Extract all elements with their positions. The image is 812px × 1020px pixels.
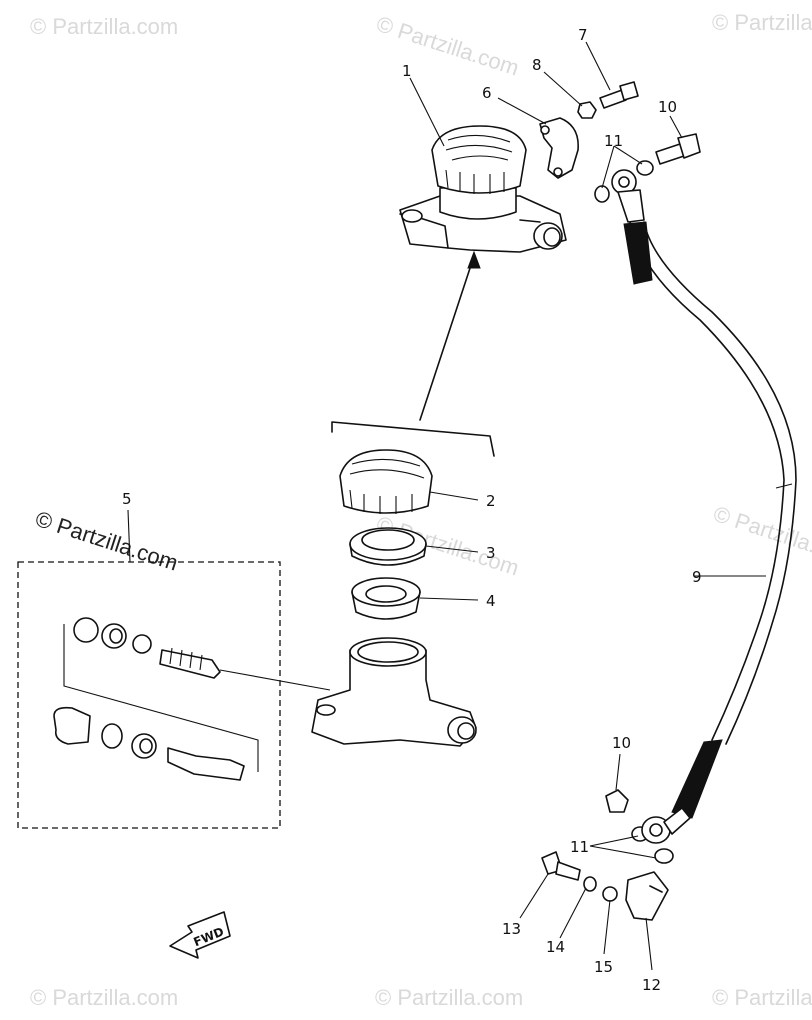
brake-hose [623, 221, 797, 819]
watermark-text: © Partzilla.com [373, 11, 522, 81]
reservoir-cap [339, 449, 433, 514]
callout-10-top: 10 [658, 98, 677, 116]
master-cylinder-assembly [399, 81, 701, 253]
callout-1: 1 [402, 62, 412, 80]
callout-10-bottom: 10 [612, 734, 631, 752]
arrow-head [467, 250, 481, 269]
diaphragm [351, 577, 421, 620]
group-bracket [331, 421, 495, 457]
lower-fittings [541, 789, 691, 921]
forward-arrow: FWD [169, 911, 231, 959]
callout-6: 6 [482, 84, 492, 102]
callout-11-bottom: 11 [570, 838, 589, 856]
callout-15: 15 [594, 958, 613, 976]
leader-lines [127, 41, 766, 971]
callout-7: 7 [578, 26, 588, 44]
watermark-text: © Partzilla.com [375, 985, 523, 1010]
callout-5: 5 [122, 490, 132, 508]
callout-13: 13 [502, 920, 521, 938]
callout-3: 3 [486, 544, 496, 562]
callout-8: 8 [532, 56, 542, 74]
callout-4: 4 [486, 592, 496, 610]
master-cylinder-body [311, 637, 477, 747]
watermark-text-main: © Partzilla.com [32, 506, 181, 576]
watermark-text: © Partzilla.com [710, 501, 812, 571]
callout-12: 12 [642, 976, 661, 994]
watermark-text: © Partzilla.com [30, 14, 178, 39]
repair-kit-parts [53, 617, 331, 781]
assembly-leader [419, 255, 475, 421]
callout-11-top: 11 [604, 132, 623, 150]
diaphragm-plate [349, 527, 427, 566]
callout-9: 9 [692, 568, 702, 586]
callout-14: 14 [546, 938, 565, 956]
watermark-text: © Partzilla.com [712, 10, 812, 35]
callout-numbers: 1 2 3 4 5 6 7 8 9 10 10 11 11 12 13 14 1… [122, 26, 702, 994]
watermark-text: © Partzilla.com [712, 985, 812, 1010]
watermark-layer: © Partzilla.com © Partzilla.com © Partzi… [30, 10, 812, 1010]
callout-2: 2 [486, 492, 496, 510]
repair-kit-box [17, 561, 281, 829]
watermark-text: © Partzilla.com [30, 985, 178, 1010]
